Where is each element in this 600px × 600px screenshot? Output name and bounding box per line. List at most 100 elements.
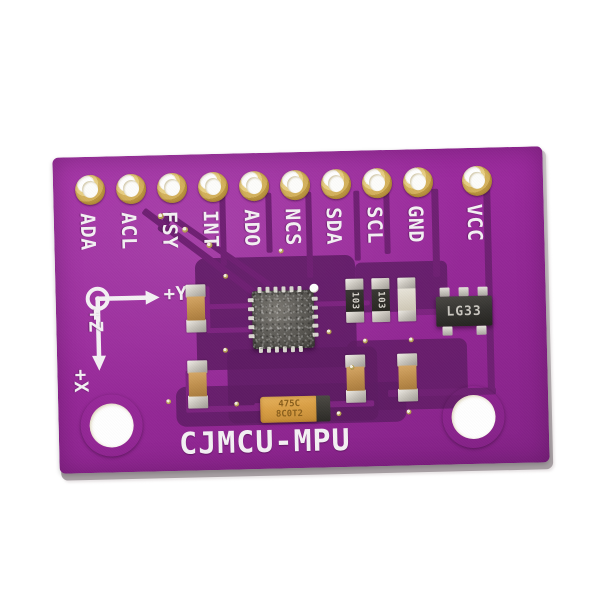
component-terminal — [397, 388, 419, 402]
component-terminal — [398, 309, 417, 322]
qfn-pin — [282, 346, 287, 353]
via — [406, 409, 412, 415]
mounting-hole-left — [80, 394, 143, 457]
axis-label-z: +Z — [83, 308, 107, 333]
regulator-lead — [477, 286, 488, 296]
qfn-pin — [257, 286, 262, 294]
qfn-pin — [248, 334, 255, 339]
capacitor-body — [397, 288, 417, 311]
capacitor-c5 — [397, 353, 419, 402]
pin-label-ado: ADO — [239, 208, 265, 248]
trace-sda-down — [353, 190, 361, 261]
regulator-lead — [458, 287, 469, 297]
qfn-pin — [290, 346, 295, 353]
resistor-r2: 103 — [371, 277, 391, 323]
pad-bore — [327, 174, 345, 193]
mounting-hole-bore — [89, 402, 135, 449]
capacitor-body — [346, 366, 365, 391]
pin-pad-sda[interactable] — [320, 168, 352, 200]
pin-label-scl: SCL — [362, 205, 388, 245]
qfn-pin — [312, 332, 319, 337]
capacitor-c2 — [185, 284, 207, 333]
tantalum-polarity-band — [316, 395, 331, 422]
pad-bore — [163, 178, 181, 197]
component-terminal — [346, 310, 365, 323]
pad-bore — [286, 175, 304, 194]
ceramic-capacitor-c1 — [397, 277, 417, 322]
resistor-body: 103 — [371, 288, 391, 312]
regulator-marking: LG33 — [446, 303, 482, 320]
board-name-silkscreen: CJMCU-MPU — [178, 422, 352, 462]
pad-bore — [409, 173, 427, 191]
tantalum-capacitor: 475C 8C0T2 — [260, 395, 331, 423]
qfn-pin — [265, 286, 270, 293]
pin-label-sda: SDA — [321, 206, 347, 246]
qfn-pin — [247, 298, 254, 303]
via — [166, 399, 172, 405]
pin-pad-fsy[interactable] — [156, 172, 188, 204]
qfn-pin — [298, 345, 303, 353]
pin-label-ncs: NCS — [280, 207, 306, 247]
mounting-hole-bore — [451, 394, 497, 440]
qfn-pin — [248, 316, 255, 321]
pad-bore — [81, 180, 99, 199]
qfn-pin — [273, 286, 278, 293]
pin-label-ada: ADA — [75, 212, 101, 251]
axis-orientation-legend — [85, 286, 160, 371]
qfn-pin — [297, 285, 302, 293]
capacitor-c4 — [345, 354, 367, 403]
via — [349, 364, 355, 370]
component-terminal — [187, 395, 209, 409]
pad-bore — [204, 177, 222, 196]
qfn-pin — [312, 323, 319, 328]
qfn-pin — [247, 307, 255, 312]
tantalum-marking-line2: 8C0T2 — [275, 408, 304, 420]
pcb-board: ADA ACL FSY INT ADO NCS SDA SCL GND VCC … — [52, 146, 550, 474]
regulator-lead — [442, 326, 453, 336]
axis-label-x: +X — [69, 368, 92, 394]
mounting-hole-right — [442, 385, 505, 448]
component-terminal — [345, 389, 367, 403]
resistor-marking: 103 — [349, 291, 360, 310]
component-terminal — [186, 319, 207, 333]
pad-bore — [122, 179, 140, 198]
resistor-marking: 103 — [375, 291, 386, 310]
pin-label-vcc: VCC — [462, 203, 488, 242]
resistor-r1: 103 — [345, 278, 365, 323]
voltage-regulator-ic: LG33 — [435, 286, 493, 336]
pin-pad-acl[interactable] — [115, 173, 147, 205]
regulator-lead — [439, 287, 450, 297]
pin-label-acl: ACL — [116, 211, 142, 250]
qfn-pin — [258, 346, 264, 354]
qfn-pin — [248, 325, 255, 330]
trace-ncs-down — [305, 191, 314, 278]
qfn-pin — [289, 286, 294, 293]
axis-label-y: +Y — [163, 282, 188, 306]
via — [336, 411, 342, 417]
pad-bore — [245, 176, 263, 195]
via — [408, 337, 414, 343]
resistor-body: 103 — [345, 289, 365, 312]
pad-bore — [468, 171, 486, 190]
qfn-pin — [311, 305, 318, 310]
regulator-lead — [476, 325, 487, 335]
qfn-pin — [312, 314, 319, 319]
qfn-pin — [274, 346, 279, 353]
via — [223, 273, 229, 279]
capacitor-body — [188, 372, 208, 397]
tantalum-marking-line1: 475C — [278, 399, 301, 410]
qfn-pin — [311, 296, 318, 301]
pad-bore — [368, 173, 386, 192]
capacitor-body — [186, 296, 206, 321]
pin-pad-ada[interactable] — [74, 174, 106, 206]
capacitor-c3 — [187, 360, 209, 409]
trace-gnd-down — [431, 188, 441, 277]
qfn-pin — [281, 286, 286, 293]
capacitor-body — [398, 365, 417, 390]
qfn-pin — [266, 346, 271, 353]
via — [326, 329, 332, 335]
pin-pad-gnd[interactable] — [402, 166, 434, 198]
trace-ado-down — [265, 192, 273, 253]
tantalum-marking: 475C 8C0T2 — [275, 399, 304, 420]
